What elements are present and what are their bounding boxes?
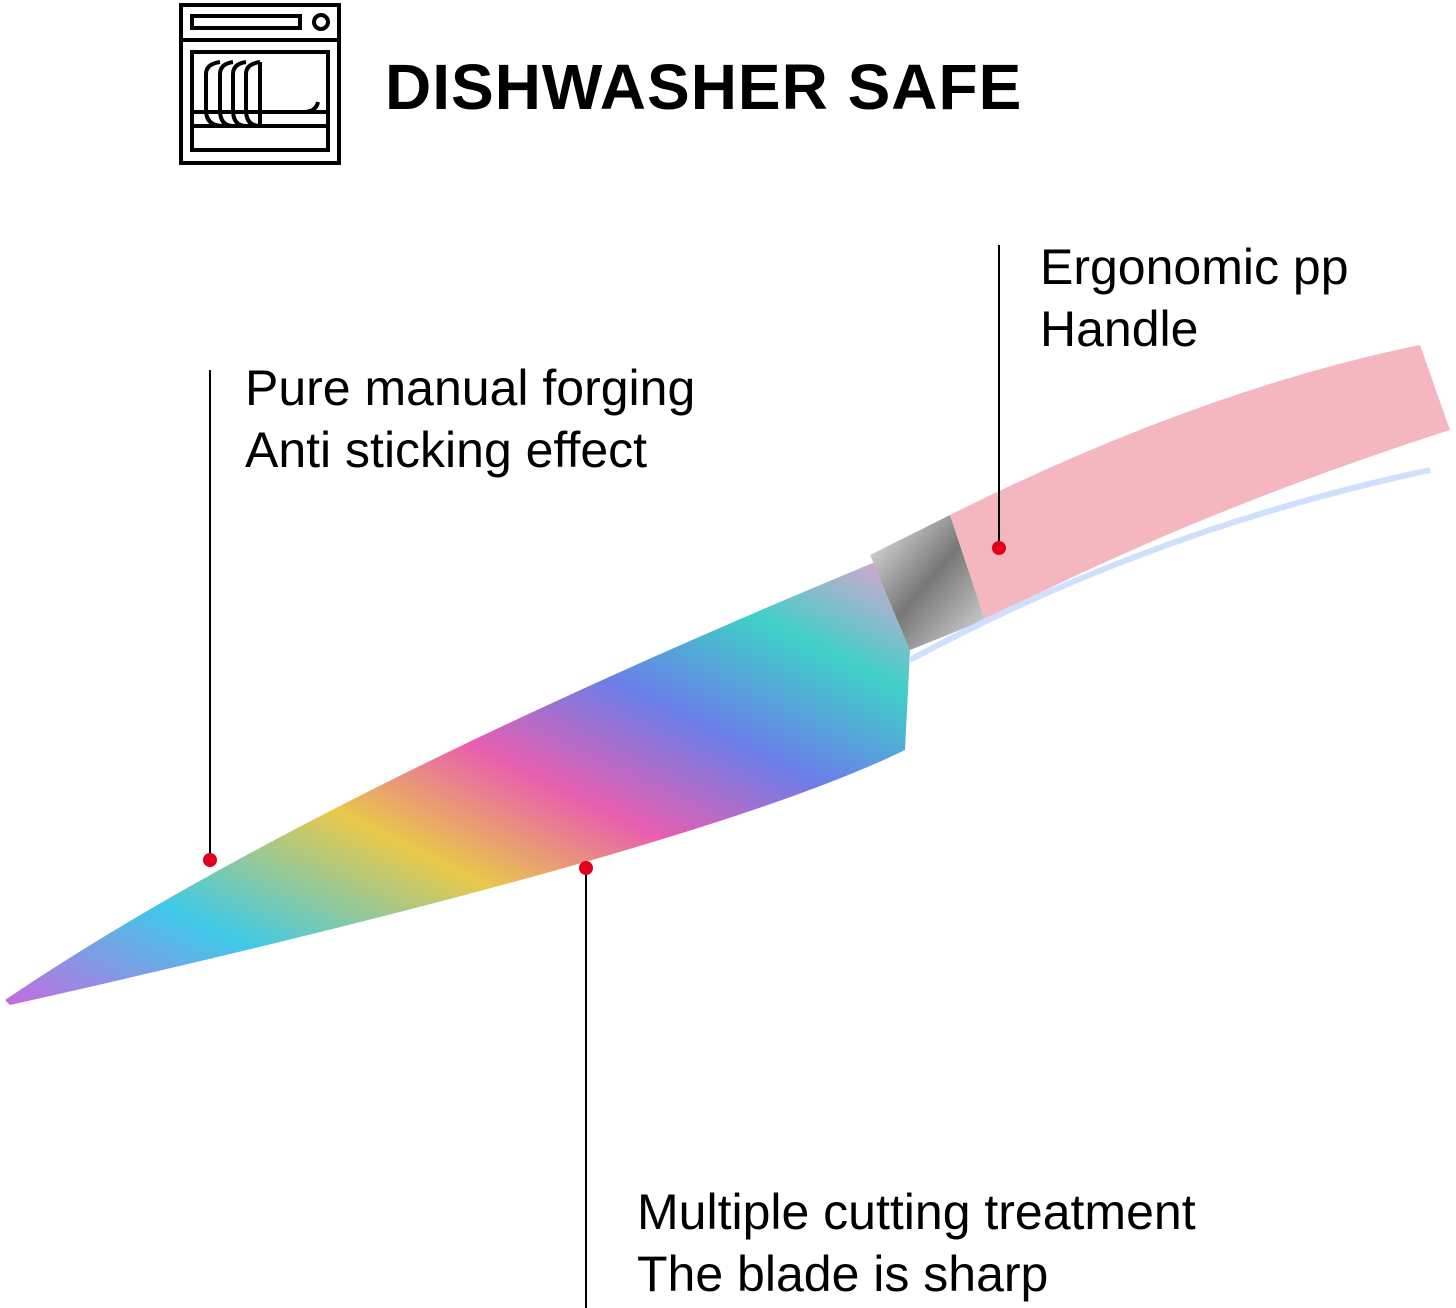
callout-handle-line1: Ergonomic pp — [1040, 239, 1349, 295]
handle — [950, 345, 1450, 620]
callout-dot-handle — [992, 541, 1006, 555]
callout-line-forging — [209, 370, 211, 860]
bolster — [870, 515, 985, 650]
callout-handle-line2: Handle — [1040, 301, 1199, 357]
callout-dot-forging — [203, 853, 217, 867]
blade — [5, 560, 910, 1005]
callout-forging-line2: Anti sticking effect — [245, 422, 648, 478]
callout-forging: Pure manual forging Anti sticking effect — [245, 357, 695, 481]
callout-edge-line2: The blade is sharp — [637, 1246, 1049, 1302]
callout-forging-line1: Pure manual forging — [245, 360, 696, 416]
callout-edge-line1: Multiple cutting treatment — [637, 1184, 1196, 1240]
dishwasher-icon — [179, 3, 341, 165]
callout-dot-edge — [579, 861, 593, 875]
callout-line-edge — [585, 868, 587, 1308]
knife-image — [5, 345, 1450, 1005]
callout-edge: Multiple cutting treatment The blade is … — [637, 1181, 1196, 1305]
page-title: DISHWASHER SAFE — [385, 51, 1023, 123]
callout-handle: Ergonomic pp Handle — [1040, 236, 1349, 360]
callout-line-handle — [998, 245, 1000, 545]
